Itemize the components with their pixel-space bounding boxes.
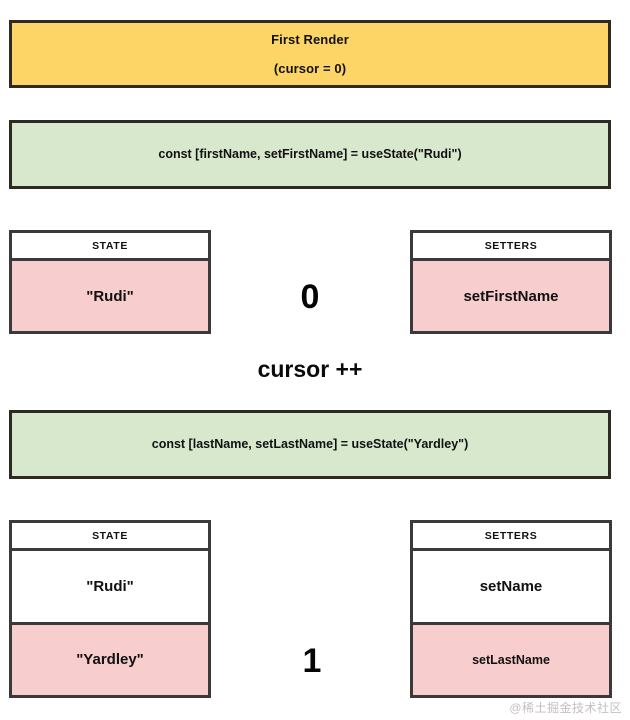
banner-cursor-subtitle: (cursor = 0) [273,61,347,76]
setters-cell-set-last-name: setLastName [413,621,609,695]
code-statement-text: const [lastName, setLastName] = useState… [151,437,469,452]
setters-table-header: SETTERS [413,523,609,551]
cursor-increment-label: cursor ++ [257,356,363,382]
setters-table-header: SETTERS [413,233,609,261]
cursor-value-step-two: 1 [302,642,322,680]
code-statement-first-name: const [firstName, setFirstName] = useSta… [9,120,611,189]
state-cell-first-name: "Rudi" [12,261,208,331]
state-table-header: STATE [12,523,208,551]
setters-table-step-two: SETTERS setName setLastName [410,520,612,698]
state-cell-last-name: "Yardley" [12,621,208,695]
banner-title: First Render [271,32,349,47]
state-table-step-two: STATE "Rudi" "Yardley" [9,520,211,698]
setters-table-step-one: SETTERS setFirstName [410,230,612,334]
state-cell-first-name: "Rudi" [12,551,208,622]
code-statement-text: const [firstName, setFirstName] = useSta… [158,147,462,162]
setters-cell-set-first-name: setFirstName [413,261,609,331]
code-statement-last-name: const [lastName, setLastName] = useState… [9,410,611,479]
state-table-step-one: STATE "Rudi" [9,230,211,334]
setters-cell-set-name: setName [413,551,609,622]
cursor-value-step-one: 0 [300,278,320,316]
state-table-header: STATE [12,233,208,261]
render-phase-banner: First Render (cursor = 0) [9,20,611,88]
watermark: @稀土掘金技术社区 [509,701,622,715]
